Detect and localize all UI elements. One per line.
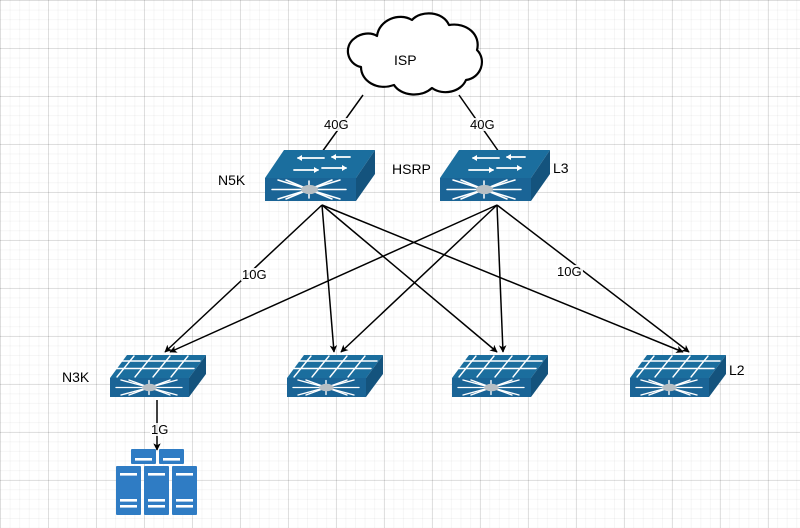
isp-label: ISP xyxy=(394,52,417,68)
switch-icon xyxy=(110,355,206,397)
link-l3-l24 xyxy=(496,204,690,353)
link-label-1g: 1G xyxy=(150,422,170,437)
link-label-10g-right: 10G xyxy=(556,264,583,279)
node-l3-switch[interactable] xyxy=(437,146,557,208)
switch-icon xyxy=(440,150,550,201)
l2-label: L2 xyxy=(729,362,745,378)
link-n5k-sw2 xyxy=(321,204,338,353)
l3-label: L3 xyxy=(553,160,569,176)
node-n3k-switch[interactable] xyxy=(108,352,212,402)
server-stack-icon xyxy=(116,449,197,515)
node-n5k-switch[interactable] xyxy=(262,146,382,208)
link-label-40g-left: 40G xyxy=(323,117,350,132)
switch-icon xyxy=(630,355,726,397)
link-n5k-l24 xyxy=(321,204,684,353)
link-label-40g-right: 40G xyxy=(469,117,496,132)
node-access-switch-2[interactable] xyxy=(285,352,389,402)
node-l2-switch[interactable] xyxy=(628,352,732,402)
n3k-label: N3K xyxy=(62,369,90,385)
n5k-label: N5K xyxy=(218,172,246,188)
switch-icon xyxy=(452,355,548,397)
link-n5k-sw3 xyxy=(321,204,498,353)
link-l3-sw2 xyxy=(340,204,498,353)
link-label-10g-left: 10G xyxy=(241,267,268,282)
switch-icon xyxy=(287,355,383,397)
hsrp-label: HSRP xyxy=(392,161,431,177)
node-access-switch-3[interactable] xyxy=(450,352,554,402)
cloud-icon xyxy=(346,12,483,96)
node-isp-cloud[interactable]: ISP xyxy=(333,8,488,98)
link-l3-sw3 xyxy=(496,204,507,353)
node-server-stack[interactable] xyxy=(113,447,201,519)
switch-icon xyxy=(265,150,375,201)
link-l3-n3k1 xyxy=(169,204,498,353)
